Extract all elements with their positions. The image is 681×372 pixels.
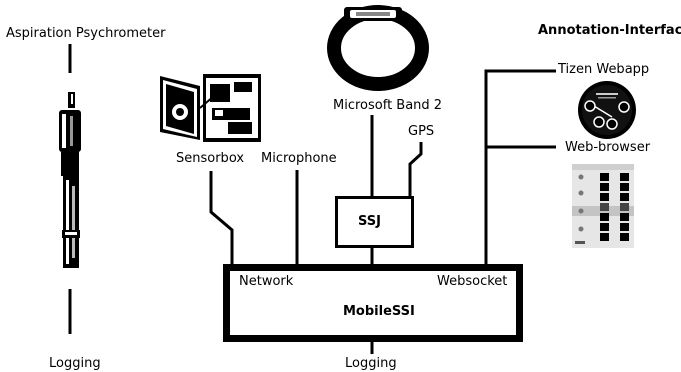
websocket-label: Websocket	[437, 274, 508, 289]
sensorbox-connector	[209, 171, 234, 268]
microsoft-band-image	[327, 5, 429, 91]
sensorbox-label: Sensorbox	[176, 151, 245, 166]
mobilessi-box: Network Websocket MobileSSI	[223, 264, 523, 342]
microsoft-band-label: Microsoft Band 2	[333, 98, 443, 113]
psychrometer-image	[59, 92, 81, 268]
webbrowser-label: Web-browser	[565, 140, 651, 155]
ssj-label: SSJ	[358, 214, 381, 229]
annotation-bus	[484, 69, 556, 268]
sensorbox-image	[160, 74, 261, 142]
tizen-watch-image	[578, 81, 636, 139]
aspiration-psychrometer-label: Aspiration Psychrometer	[6, 26, 166, 41]
logging-left-label: Logging	[49, 356, 101, 371]
logging-bottom-label: Logging	[345, 356, 397, 371]
microphone-label: Microphone	[261, 151, 337, 166]
mobilessi-label: MobileSSI	[343, 304, 415, 319]
annotation-interface-label: Annotation-Interface	[538, 23, 681, 38]
network-label: Network	[239, 274, 294, 289]
gps-connector	[408, 142, 423, 198]
webbrowser-image	[572, 164, 634, 248]
tizen-webapp-label: Tizen Webapp	[558, 62, 650, 77]
ssj-box: SSJ	[335, 196, 414, 248]
gps-label: GPS	[408, 124, 435, 139]
